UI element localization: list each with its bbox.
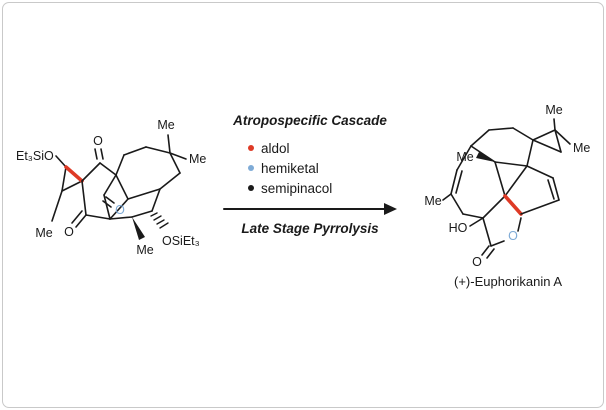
product-structure: Me Me Me Me HO O O <box>424 103 590 269</box>
ketone-bottom-oxygen: O <box>64 225 74 239</box>
cascade-step-label: aldol <box>261 140 290 156</box>
cascade-step-label: semipinacol <box>261 180 333 196</box>
pyrolysis-subtitle: Late Stage Pyrrolysis <box>241 221 379 236</box>
reaction-arrow <box>223 203 397 215</box>
me-bottom-label: Me <box>136 243 153 257</box>
me-right-label: Me <box>189 152 206 166</box>
reactant-atom-labels: Et₃SiO O Me Me Me O O Me OSiEt₃ <box>16 118 206 257</box>
red-aldol-bond <box>64 165 84 183</box>
silyl-top-label: Et₃SiO <box>16 149 54 163</box>
ketone-top-oxygen: O <box>93 134 103 148</box>
hydroxyl-label: HO <box>449 221 468 235</box>
wedge-bond <box>132 217 145 240</box>
black-bullet-icon <box>248 185 254 191</box>
me-right-label: Me <box>573 141 590 155</box>
blue-bullet-icon <box>248 165 254 171</box>
product-bonds <box>442 118 571 259</box>
me-top-label: Me <box>545 103 562 117</box>
arrowhead-icon <box>384 203 397 215</box>
hemiketal-blue-oxygen: O <box>115 203 125 217</box>
cascade-step-hemiketal: hemiketal <box>248 158 332 178</box>
reactant-structure: Et₃SiO O Me Me Me O O Me OSiEt₃ <box>16 118 206 257</box>
cascade-step-label: hemiketal <box>261 160 319 176</box>
me-left-label: Me <box>35 226 52 240</box>
me-left-label: Me <box>424 194 441 208</box>
me-upper-left-label: Me <box>456 150 473 164</box>
product-name: (+)-Euphorikanin A <box>453 274 563 289</box>
cascade-steps: aldol hemiketal semipinacol <box>248 138 332 198</box>
red-bullet-icon <box>248 145 254 151</box>
me-top-label: Me <box>157 118 174 132</box>
carbonyl-oxygen: O <box>472 255 482 269</box>
wedge-bond <box>476 152 495 162</box>
lactone-blue-oxygen: O <box>508 229 518 243</box>
cascade-title: Atropospecific Cascade <box>233 113 387 128</box>
cascade-step-semipinacol: semipinacol <box>248 178 332 198</box>
silyl-bottom-label: OSiEt₃ <box>162 234 200 248</box>
product-atom-labels: Me Me Me Me HO O O <box>424 103 590 269</box>
cascade-step-aldol: aldol <box>248 138 332 158</box>
red-semipinacol-bond <box>503 194 523 216</box>
reactant-bonds <box>51 134 187 240</box>
